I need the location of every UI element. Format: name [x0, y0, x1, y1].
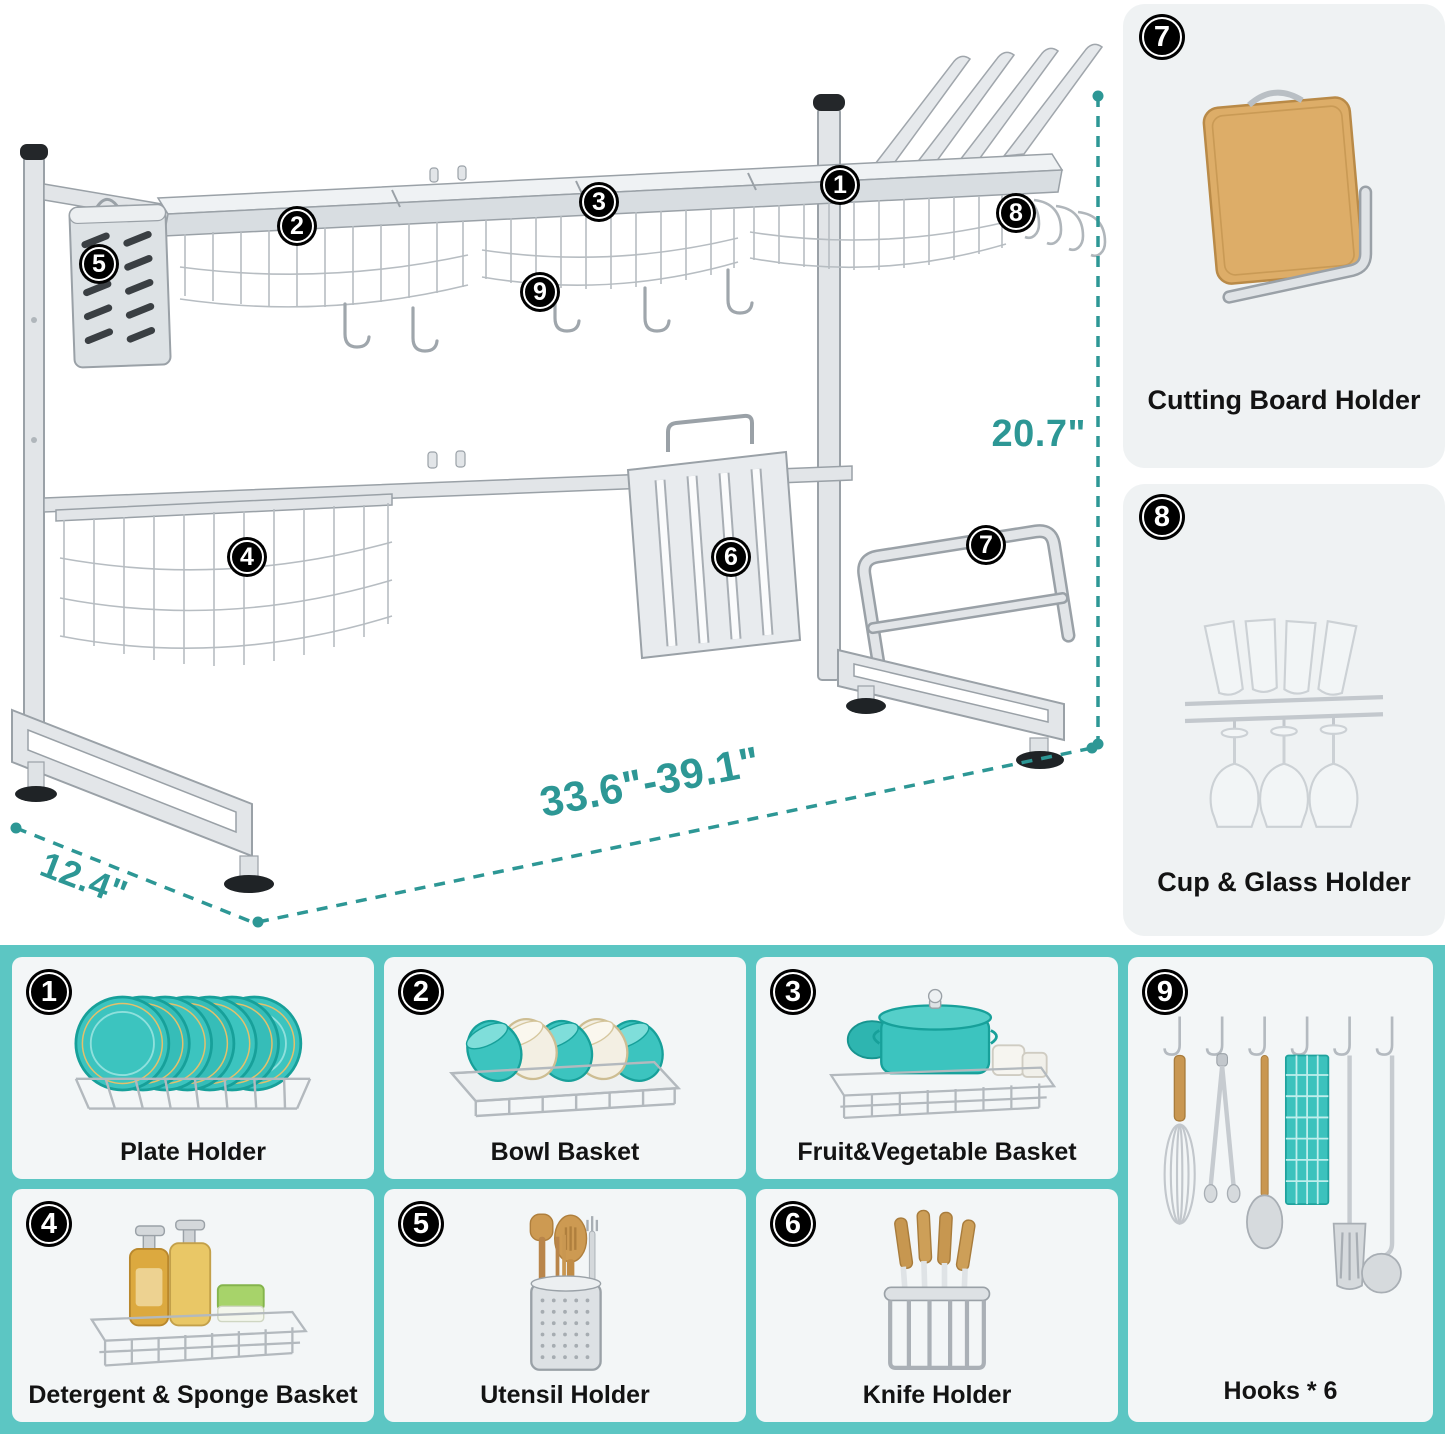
bowl-basket-illustration: [449, 1018, 682, 1118]
hanging-hooks: [343, 268, 754, 353]
card-badge-9: 9: [1142, 969, 1188, 1015]
cup-glass-holder-illustration: [1184, 618, 1384, 828]
info-card-label: Cup & Glass Holder: [1157, 867, 1411, 897]
component-card-label: Utensil Holder: [480, 1381, 650, 1409]
card-badge-7: 7: [1139, 14, 1185, 60]
callout-badge-9: 9: [520, 272, 560, 312]
middle-basket-wires: [481, 208, 739, 289]
component-card-hooks: 9: [1128, 957, 1433, 1422]
utensil-holder-box: [68, 197, 172, 369]
utensil-holder-illustration: [529, 1213, 602, 1371]
callout-number: 5: [92, 249, 106, 278]
callout-number: 2: [290, 211, 304, 240]
callout-badge-1: 1: [820, 165, 860, 205]
component-card-plate-holder: 1 Plate Holder: [12, 957, 374, 1179]
components-section: 1 Plate Holder: [0, 945, 1445, 1434]
callout-badge-4: 4: [227, 537, 267, 577]
badge-number: 8: [1153, 500, 1171, 533]
component-card-label: Plate Holder: [120, 1138, 266, 1166]
cutting-board-holder-frame: [857, 524, 1076, 673]
card-badge-1: 1: [26, 969, 72, 1015]
cup-holder-hooks: [1011, 192, 1107, 258]
detergent-sponge-illustration: [89, 1219, 308, 1367]
dimension-height-label: 20.7": [991, 413, 1086, 455]
plate-holder-illustration: [74, 995, 312, 1110]
badge-number: 7: [1153, 20, 1171, 53]
component-card-label: Hooks * 6: [1223, 1377, 1338, 1405]
knife-holder-panel: [626, 413, 802, 660]
component-card-label: Bowl Basket: [490, 1138, 640, 1166]
card-badge-4: 4: [26, 1201, 72, 1247]
badge-number: 6: [784, 1207, 802, 1240]
callout-number: 7: [979, 530, 993, 559]
callout-badge-6: 6: [711, 537, 751, 577]
right-base: [837, 648, 1065, 769]
callout-number: 9: [533, 277, 547, 306]
plate-holder-wires: [749, 195, 1007, 270]
badge-number: 5: [412, 1207, 430, 1240]
component-card-utensil-holder: 5 Utensi: [384, 1189, 746, 1422]
card-badge-2: 2: [398, 969, 444, 1015]
badge-number: 1: [40, 975, 58, 1008]
component-card-label: Fruit&Vegetable Basket: [797, 1138, 1077, 1166]
callout-number: 8: [1009, 198, 1023, 227]
badge-number: 9: [1156, 975, 1174, 1008]
callout-badge-8: 8: [996, 193, 1036, 233]
top-prong-rack: [870, 43, 1104, 169]
info-card-cutting-board-holder: 7 Cutting Board Holder: [1123, 4, 1445, 468]
right-post: [813, 94, 845, 681]
callout-badge-5: 5: [79, 244, 119, 284]
badge-number: 3: [784, 975, 802, 1008]
knife-holder-illustration: [883, 1209, 991, 1370]
component-card-detergent-sponge-basket: 4 Detergent & Sponge Basket: [12, 1189, 374, 1422]
component-card-bowl-basket: 2 Bowl Basket: [384, 957, 746, 1179]
bowl-basket-wires: [179, 221, 469, 308]
card-badge-6: 6: [770, 1201, 816, 1247]
callout-badge-3: 3: [579, 182, 619, 222]
callout-number: 1: [833, 170, 847, 199]
info-card-label: Cutting Board Holder: [1147, 385, 1421, 415]
dimension-lines: [15, 96, 1100, 924]
callout-badge-7: 7: [966, 525, 1006, 565]
card-badge-8: 8: [1139, 494, 1185, 540]
hooks-illustration: [1162, 1016, 1402, 1294]
detergent-basket: [55, 493, 393, 666]
component-card-label: Knife Holder: [862, 1381, 1012, 1409]
card-badge-3: 3: [770, 969, 816, 1015]
dimension-endpoints: [10, 90, 1104, 928]
callout-number: 6: [724, 542, 738, 571]
cutting-board-holder-illustration: [1202, 89, 1373, 304]
callout-number: 3: [592, 187, 606, 216]
card-badge-5: 5: [398, 1201, 444, 1247]
fruit-vegetable-basket-illustration: [829, 988, 1057, 1119]
left-base: [11, 708, 274, 893]
badge-number: 2: [412, 975, 430, 1008]
component-card-fruit-vegetable-basket: 3 Fruit&Vegetable Basket: [756, 957, 1118, 1179]
component-card-label: Detergent & Sponge Basket: [28, 1381, 358, 1409]
badge-number: 4: [40, 1207, 58, 1240]
callout-badge-2: 2: [277, 206, 317, 246]
component-card-knife-holder: 6 Knife Holder: [756, 1189, 1118, 1422]
info-card-cup-glass-holder: 8 Cup & Glass Holder: [1123, 484, 1445, 936]
callout-number: 4: [240, 542, 254, 571]
